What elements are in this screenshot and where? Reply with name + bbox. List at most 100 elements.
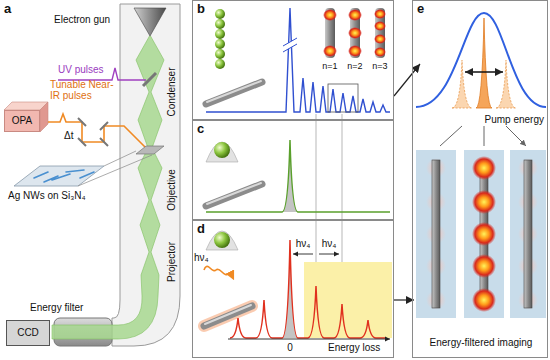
opa-side	[40, 102, 48, 132]
atom	[215, 19, 225, 29]
label-anchor: a	[4, 2, 11, 17]
nanowire-image	[432, 160, 440, 308]
image-frame	[464, 150, 504, 318]
electron	[214, 232, 230, 248]
spacing-arrow	[293, 254, 339, 255]
atom	[215, 9, 225, 19]
near-ir-beam	[48, 114, 146, 148]
panel-letter: d	[197, 222, 205, 237]
label-anchor: n=2	[347, 61, 362, 71]
sample-inset	[14, 166, 104, 186]
panel-box: c	[192, 120, 394, 220]
selection-box	[328, 84, 358, 112]
image-frame	[416, 150, 456, 318]
panel-letter: e	[417, 2, 424, 17]
photon	[204, 266, 233, 278]
image-group: Energy-filtered imaging	[414, 146, 548, 354]
lens-label: Projector	[166, 242, 178, 282]
part-label: Energy filter	[30, 302, 83, 314]
field-hotspot	[472, 190, 496, 214]
label-anchor: Energy loss	[328, 342, 380, 354]
spectrum-region: Pump energy	[420, 4, 546, 126]
axis-tick: 0	[287, 342, 293, 354]
delay-label: Δt	[64, 130, 73, 142]
electron	[214, 142, 230, 158]
nanowire	[206, 82, 262, 104]
mode-lobe	[374, 34, 386, 44]
mode-lobe	[323, 9, 337, 21]
field-hotspot	[472, 288, 496, 312]
mirror	[78, 118, 108, 146]
energy-filtered-images	[416, 150, 546, 318]
nanowire	[206, 184, 262, 206]
atom	[215, 59, 225, 69]
node-label: OPA	[12, 115, 32, 127]
mode-lobe	[348, 45, 362, 57]
mode-lobe	[348, 27, 362, 39]
sample-label: Ag NWs on Si₃N₄	[8, 190, 86, 202]
connector-arrow	[394, 299, 414, 300]
label-anchor: n=1	[322, 61, 337, 71]
pulse-envelope	[206, 142, 238, 162]
axis-label: Energy loss	[328, 342, 380, 354]
connector-arrow	[394, 64, 420, 96]
energy-spacing-label: hν₄	[296, 238, 311, 250]
label-anchor: Electron gun	[54, 14, 110, 26]
beam-label: Tunable Near-IR pulses	[50, 79, 118, 101]
label-anchor: Objective	[166, 169, 178, 211]
label-anchor: Energy filter	[30, 302, 83, 314]
field-hotspot	[472, 254, 496, 278]
mode-label: n=1	[322, 61, 337, 71]
mode-label: n=3	[372, 61, 387, 71]
zero-loss-spectrum	[206, 140, 390, 212]
lens-label: Condenser	[166, 68, 178, 117]
mode-lobe	[374, 9, 386, 19]
axis-break	[283, 38, 297, 52]
nanowire-highlight	[207, 81, 261, 102]
label-anchor: UV pulses	[58, 64, 104, 76]
beam-label: UV pulses	[58, 64, 104, 76]
mode-lobe	[374, 21, 386, 31]
atom-chain	[215, 9, 225, 69]
ccd-box: CCD	[6, 320, 50, 346]
side-peak	[452, 60, 472, 108]
field-hotspot	[472, 156, 496, 180]
label-anchor: hν₄	[322, 238, 337, 250]
nanowire	[204, 306, 252, 326]
mapping-arrow	[440, 126, 526, 146]
mode-lobe	[374, 47, 386, 57]
mode-lobe	[348, 9, 362, 21]
side-peak	[496, 60, 516, 108]
mode-rod	[375, 8, 385, 58]
panel-letter: a	[4, 2, 11, 17]
center-peak	[476, 18, 492, 108]
label-anchor: Δt	[64, 130, 73, 142]
nanowire-highlight	[205, 305, 251, 324]
pinem-spectrum	[230, 240, 386, 338]
label-anchor: Projector	[166, 242, 178, 282]
panel-box: b	[192, 0, 394, 120]
panel-box: ePump energyEnergy-filtered imaging	[412, 0, 548, 358]
label-anchor: Tunable Near-IR pulses	[50, 79, 118, 101]
node-label: Pump energy	[485, 114, 544, 126]
atom	[215, 29, 225, 39]
mode-label: n=2	[347, 61, 362, 71]
label-anchor: hν₄	[194, 252, 209, 264]
mirror	[143, 73, 156, 86]
photon-label: hν₄	[194, 252, 209, 264]
opa-box: OPA	[4, 110, 40, 132]
pump-spectrum	[416, 13, 546, 107]
tuning-arrow	[465, 71, 503, 72]
label-anchor: Ag NWs on Si₃N₄	[8, 190, 86, 202]
label-anchor: 0	[287, 342, 293, 354]
sample-plate	[136, 146, 164, 154]
electron-gun	[134, 8, 166, 36]
excited-nanowire-glow	[204, 306, 252, 326]
mode-insets	[323, 8, 386, 58]
mode-lobe	[323, 45, 337, 57]
panel-letter: b	[197, 2, 205, 17]
atom	[215, 39, 225, 49]
part-label: Electron gun	[54, 14, 110, 26]
panel-box: d	[192, 220, 394, 358]
